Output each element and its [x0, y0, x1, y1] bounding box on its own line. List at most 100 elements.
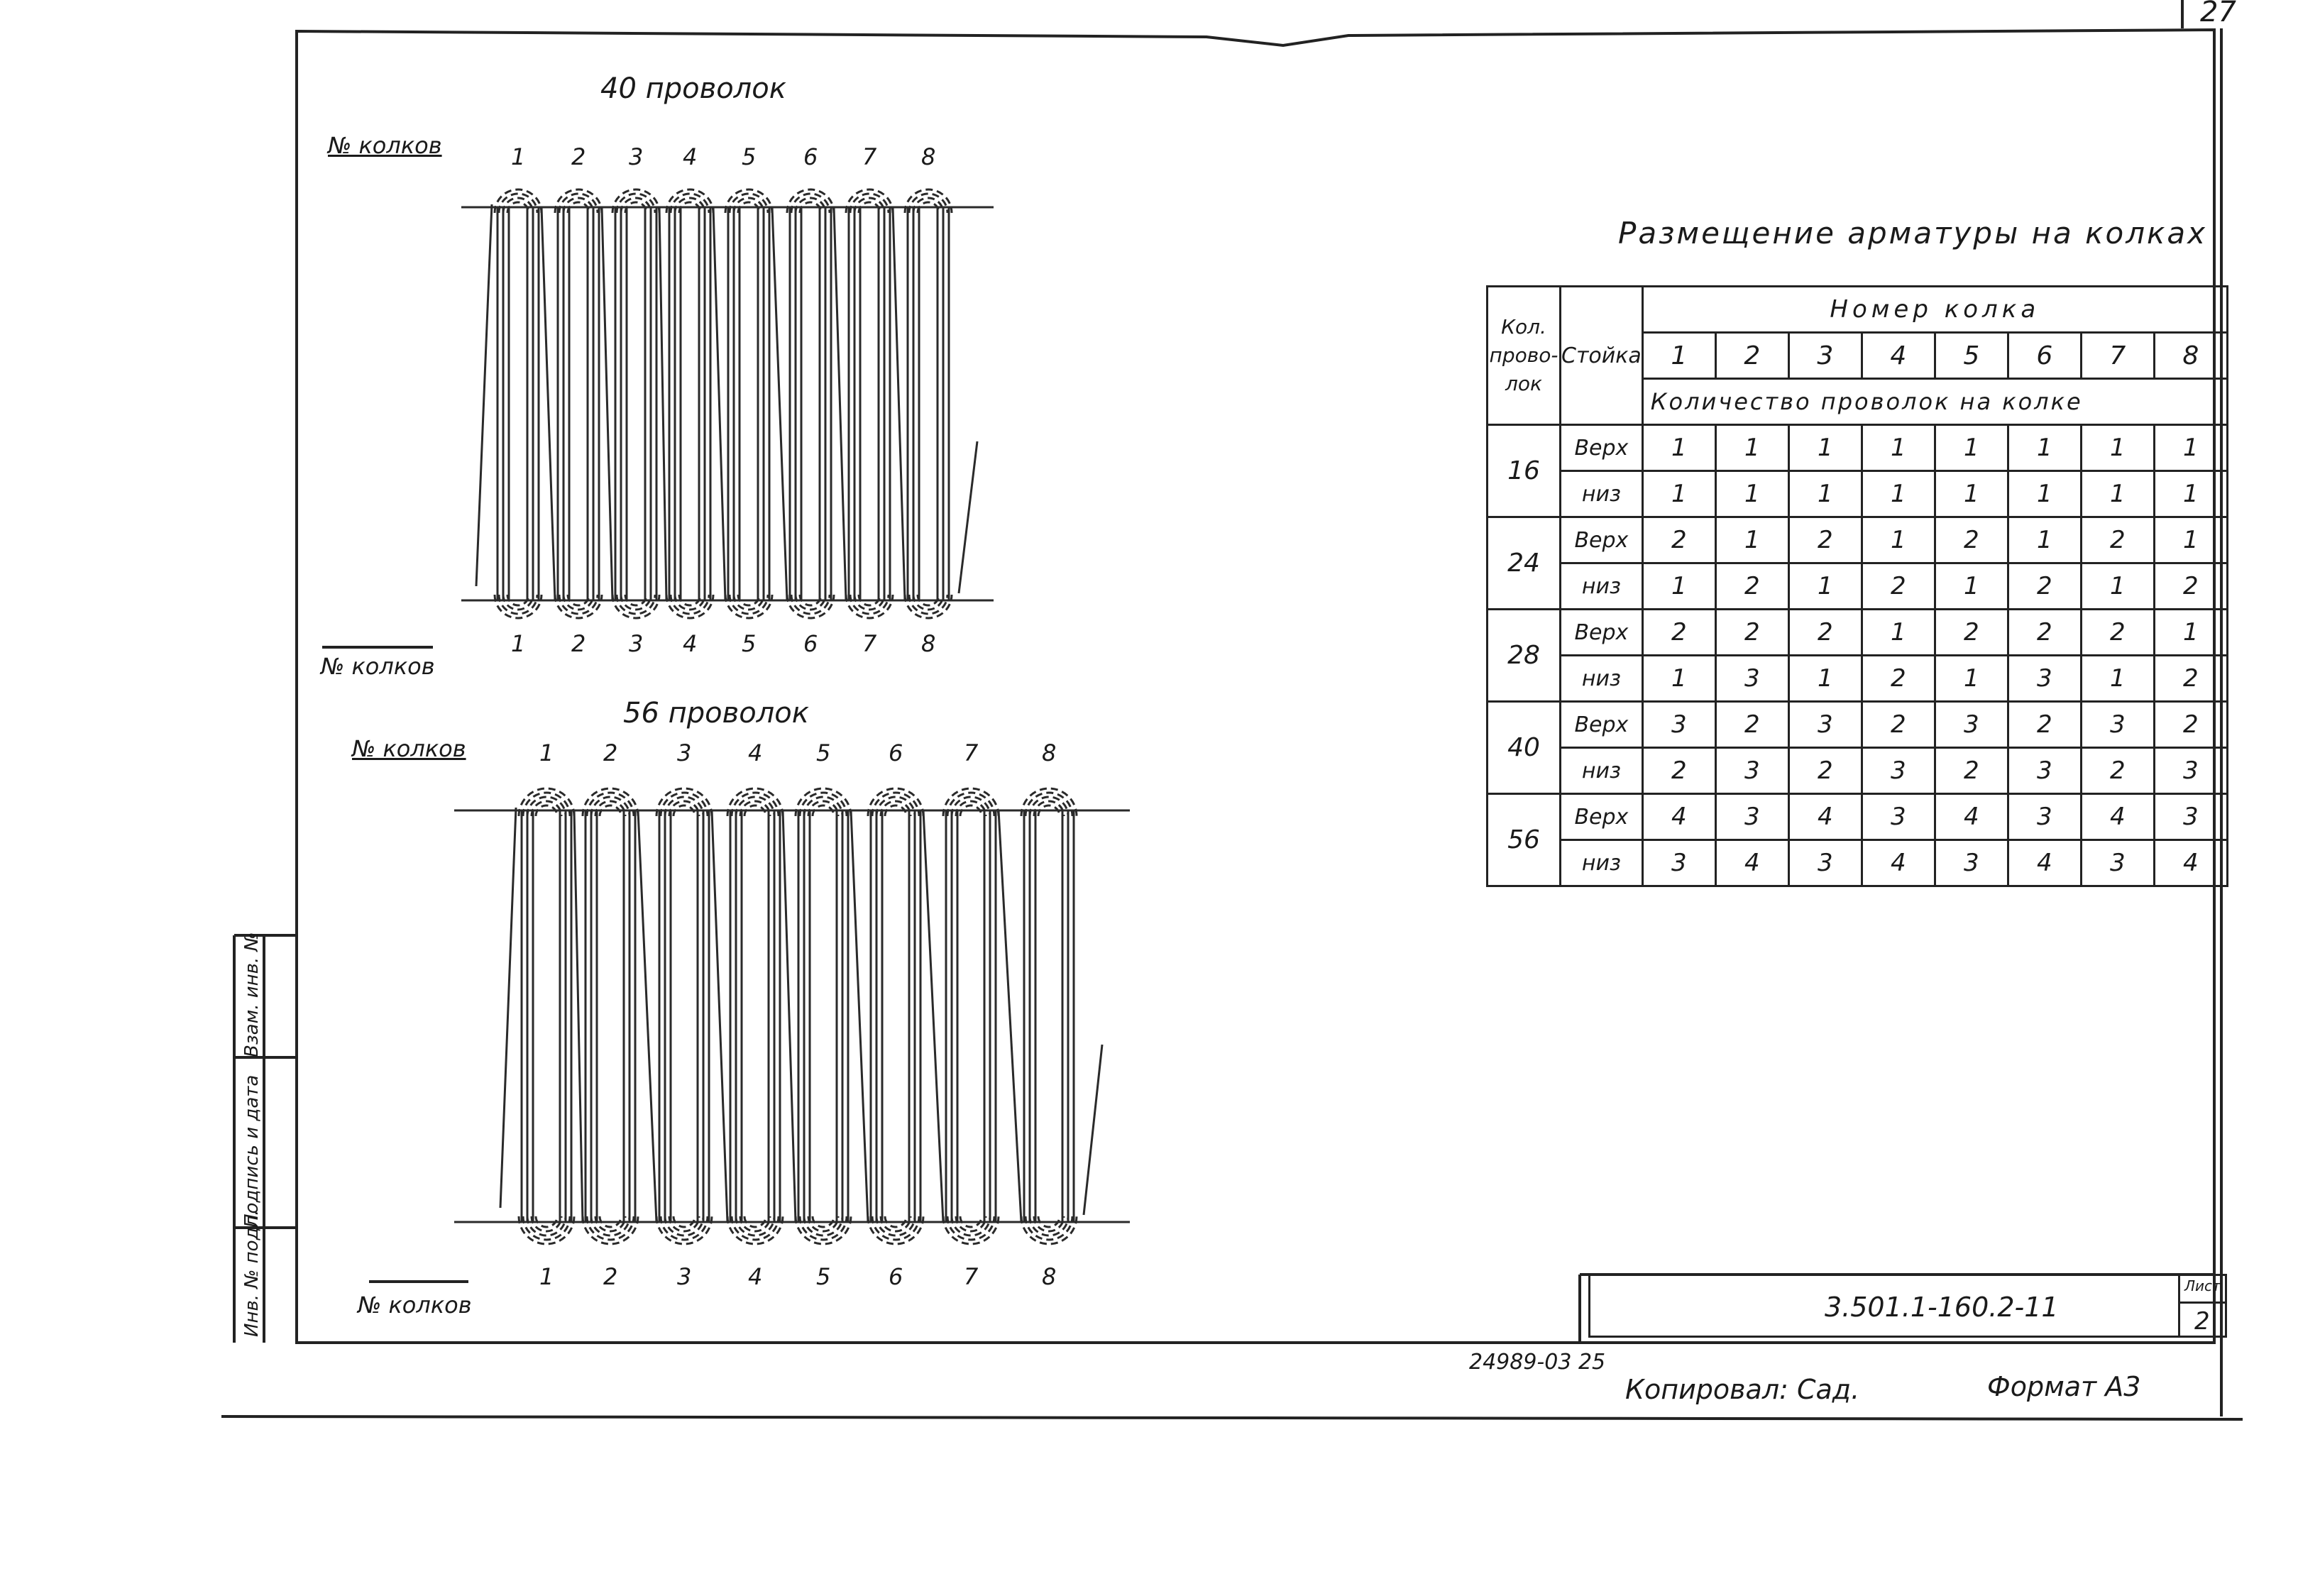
stand-cell: Верх [1559, 700, 1644, 749]
peg-loop-bottom [615, 594, 656, 615]
peg-loop-top [849, 192, 890, 214]
value-cell: 2 [1933, 516, 2009, 564]
peg-loop-bottom [726, 1216, 784, 1245]
peg-loop-bottom [620, 594, 652, 611]
peg-loop-top [732, 197, 765, 214]
stand-cell: низ [1559, 562, 1644, 610]
value-cell: 2 [2079, 516, 2155, 564]
peg-number-top: 5 [742, 143, 757, 170]
value-cell: 1 [1641, 424, 1717, 472]
value-cell: 2 [2006, 608, 2082, 656]
peg-loop-bottom [502, 594, 534, 611]
peg-loop-top [794, 787, 852, 817]
peg-loop-bottom [526, 1216, 567, 1237]
side-label-replaces: Взам. инв. № [241, 932, 263, 1057]
diagram-56-title: 56 проволок [623, 697, 809, 730]
value-cell: 3 [2153, 793, 2228, 841]
value-cell: 1 [1787, 424, 1863, 472]
peg-loop-bottom [664, 1216, 705, 1237]
peg-loop-bottom [611, 594, 661, 620]
peg-loop-bottom [724, 594, 774, 620]
peg-loop-bottom [493, 594, 543, 620]
peg-loop-bottom [497, 594, 539, 615]
peg-loop-bottom [665, 594, 715, 620]
value-cell: 2 [2006, 562, 2082, 610]
diagram-40-label-bottom: № колков [321, 653, 435, 680]
wire-diagonal [781, 810, 797, 1223]
stand-cell: низ [1559, 470, 1644, 518]
peg-loop-bottom [845, 594, 894, 620]
side-label-signature: Подпись и дата [241, 1074, 263, 1228]
peg-loop-bottom [522, 1216, 571, 1241]
peg-loop-top [526, 796, 567, 817]
peg-number-header: 2 [1714, 331, 1790, 380]
peg-number-bottom: 1 [511, 630, 526, 657]
peg-loop-top [811, 804, 835, 817]
value-cell: 1 [2079, 424, 2155, 472]
value-cell: 1 [1787, 470, 1863, 518]
peg-loop-top [558, 192, 599, 214]
peg-loop-top [530, 800, 563, 817]
value-cell: 2 [1860, 562, 1936, 610]
peg-loop-bottom [558, 594, 599, 615]
peg-loop-top [665, 188, 715, 214]
peg-loop-top [590, 796, 631, 817]
peg-loop-bottom [517, 1216, 576, 1245]
wire-diagonal [997, 810, 1023, 1223]
wire-diagonal [573, 810, 584, 1223]
value-cell: 3 [1787, 700, 1863, 749]
wire-count-cell: 28 [1486, 608, 1561, 703]
peg-loop-top [884, 804, 908, 817]
peg-loop-top [1033, 800, 1065, 817]
value-cell: 4 [1714, 839, 1790, 887]
peg-loop-top [1037, 804, 1061, 817]
value-cell: 1 [2079, 654, 2155, 703]
value-cell: 1 [1787, 654, 1863, 703]
peg-number-top: 1 [511, 143, 526, 170]
peg-loop-top [669, 192, 710, 214]
peg-loop-bottom [884, 1216, 908, 1228]
peg-loop-top [534, 804, 559, 817]
wire-diagonal [922, 810, 945, 1223]
peg-number-top: 4 [748, 739, 763, 766]
value-cell: 4 [1787, 793, 1863, 841]
value-cell: 3 [1860, 747, 1936, 795]
peg-number-bottom: 3 [677, 1263, 692, 1290]
peg-loop-top [522, 791, 571, 817]
peg-number-bottom: 6 [889, 1263, 903, 1290]
value-cell: 3 [1714, 793, 1790, 841]
peg-loop-top [853, 197, 886, 214]
peg-loop-top [674, 197, 706, 214]
peg-loop-top [726, 787, 784, 817]
copied-by: Копировал: Сад. [1625, 1374, 1860, 1405]
peg-number-header: 8 [2153, 331, 2228, 380]
peg-number-bottom: 5 [742, 630, 757, 657]
value-cell: 1 [1641, 654, 1717, 703]
stand-cell: низ [1559, 747, 1644, 795]
value-cell: 1 [2006, 424, 2082, 472]
peg-loop-top [611, 188, 661, 214]
peg-loop-top [598, 804, 622, 817]
peg-loop-bottom [669, 594, 710, 615]
peg-loop-bottom [879, 1216, 912, 1233]
header-count: Кол. прово-лок [1486, 285, 1561, 426]
peg-loop-bottom [728, 594, 769, 615]
wire-diagonal [600, 207, 614, 601]
value-cell: 1 [2006, 516, 2082, 564]
value-cell: 1 [1714, 470, 1790, 518]
peg-number-top: 3 [677, 739, 692, 766]
value-cell: 1 [1933, 470, 2009, 518]
side-label-inventory: Инв. № подл. [241, 1209, 263, 1337]
wire-diagonal [891, 207, 906, 601]
value-cell: 2 [1933, 608, 2009, 656]
peg-number-top: 6 [889, 739, 903, 766]
value-cell: 1 [1860, 608, 1936, 656]
peg-number-top: 2 [571, 143, 586, 170]
value-cell: 1 [1787, 562, 1863, 610]
value-cell: 3 [2079, 839, 2155, 887]
wire-diagonal [637, 810, 658, 1223]
peg-number-bottom: 3 [629, 630, 644, 657]
peg-loop-top [871, 791, 920, 817]
sheet-separator [2180, 1301, 2227, 1304]
